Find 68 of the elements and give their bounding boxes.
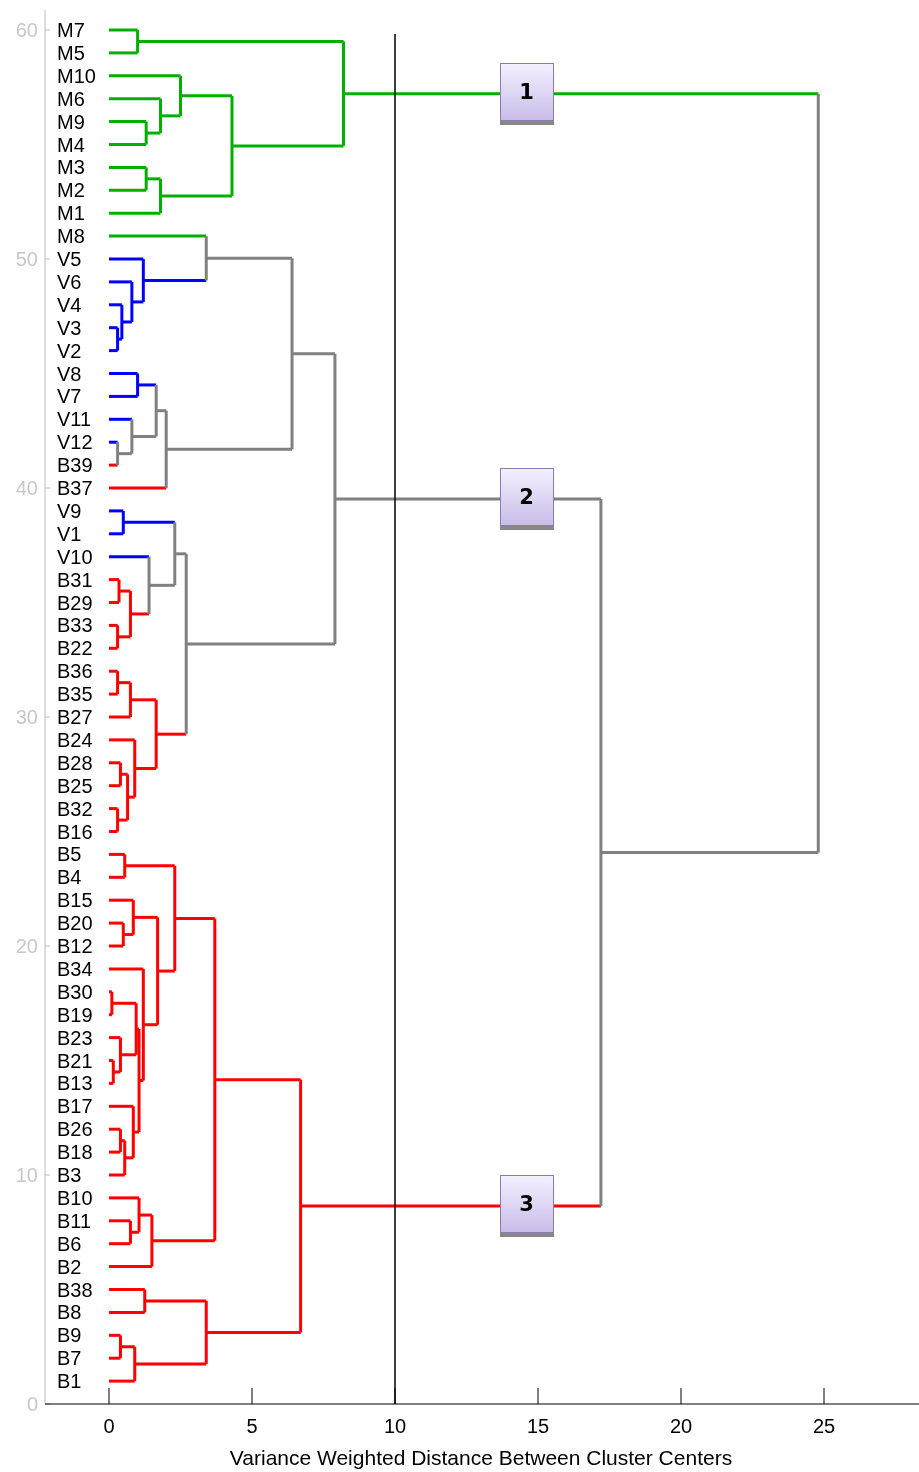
leaf-label: B18 <box>57 1141 93 1164</box>
leaf-label: M10 <box>57 64 96 87</box>
leaf-label: B7 <box>57 1347 82 1370</box>
leaf-label: B33 <box>57 614 93 637</box>
leaf-label: V2 <box>57 339 82 362</box>
leaf-label: B26 <box>57 1118 93 1141</box>
leaf-label: M1 <box>57 202 85 225</box>
leaf-label: B17 <box>57 1095 93 1118</box>
x-tick-label: 20 <box>669 1415 693 1437</box>
leaf-label: B34 <box>57 957 93 980</box>
leaf-label: B39 <box>57 454 93 477</box>
leaf-label: V11 <box>57 408 92 431</box>
leaf-label: B21 <box>57 1049 93 1072</box>
leaf-label: B29 <box>57 591 93 614</box>
leaf-label: B12 <box>57 935 93 957</box>
leaf-label: B20 <box>57 912 93 935</box>
x-tick-label: 15 <box>526 1415 550 1437</box>
leaf-label: V5 <box>57 248 82 270</box>
leaf-label: M3 <box>57 156 85 179</box>
leaf-label: B36 <box>57 660 93 683</box>
leaf-label: B30 <box>57 980 93 1003</box>
leaf-label: B11 <box>57 1209 92 1232</box>
leaf-label: B31 <box>57 568 93 591</box>
leaf-label: V9 <box>57 499 82 522</box>
leaf-label: B37 <box>57 477 93 499</box>
leaf-label: M6 <box>57 87 85 110</box>
leaf-label: B22 <box>57 637 93 660</box>
leaf-label: B23 <box>57 1026 93 1049</box>
leaf-label: B35 <box>57 683 93 706</box>
leaf-label: B4 <box>57 866 82 889</box>
leaf-label: M4 <box>57 133 85 156</box>
leaf-label: B10 <box>57 1186 93 1209</box>
leaf-label: B13 <box>57 1072 93 1095</box>
axis-title: Variance Weighted Distance Between Cluster Centers <box>229 1446 733 1469</box>
leaf-label: B3 <box>57 1164 82 1186</box>
x-tick-label: 0 <box>103 1415 115 1437</box>
x-tick-label: 25 <box>812 1415 836 1437</box>
leaf-label: B32 <box>57 797 93 820</box>
leaf-label: B9 <box>57 1324 82 1347</box>
leaf-label: B2 <box>57 1255 82 1278</box>
leaf-label: B25 <box>57 774 93 797</box>
leaf-label: B27 <box>57 706 93 728</box>
leaf-label: M7 <box>57 19 85 41</box>
leaf-label: V8 <box>57 362 82 385</box>
leaf-label: V10 <box>57 545 93 568</box>
leaf-label: M8 <box>57 225 85 248</box>
leaf-label: V4 <box>57 293 82 316</box>
leaf-label: V3 <box>57 316 82 339</box>
x-tick-label: 5 <box>246 1415 258 1437</box>
leaf-label: B8 <box>57 1301 82 1324</box>
cluster-number-box: 3 <box>499 1175 554 1234</box>
leaf-label: B1 <box>57 1370 82 1393</box>
leaf-label: B16 <box>57 820 93 843</box>
leaf-label: V1 <box>57 522 82 545</box>
leaf-label: B24 <box>57 728 93 751</box>
leaf-label: B38 <box>57 1278 93 1301</box>
leaf-label: B5 <box>57 843 82 866</box>
leaf-label: V12 <box>57 431 93 454</box>
leaf-label: B6 <box>57 1232 82 1255</box>
leaf-label: M9 <box>57 110 85 133</box>
leaf-label: M5 <box>57 41 85 64</box>
leaf-label: V7 <box>57 385 82 408</box>
leaf-label: M2 <box>57 179 85 202</box>
leaf-label: B15 <box>57 889 93 912</box>
leaf-label: B19 <box>57 1003 93 1026</box>
leaf-label: V6 <box>57 270 82 293</box>
x-tick-label: 10 <box>383 1415 407 1437</box>
leaf-label: B28 <box>57 751 93 774</box>
